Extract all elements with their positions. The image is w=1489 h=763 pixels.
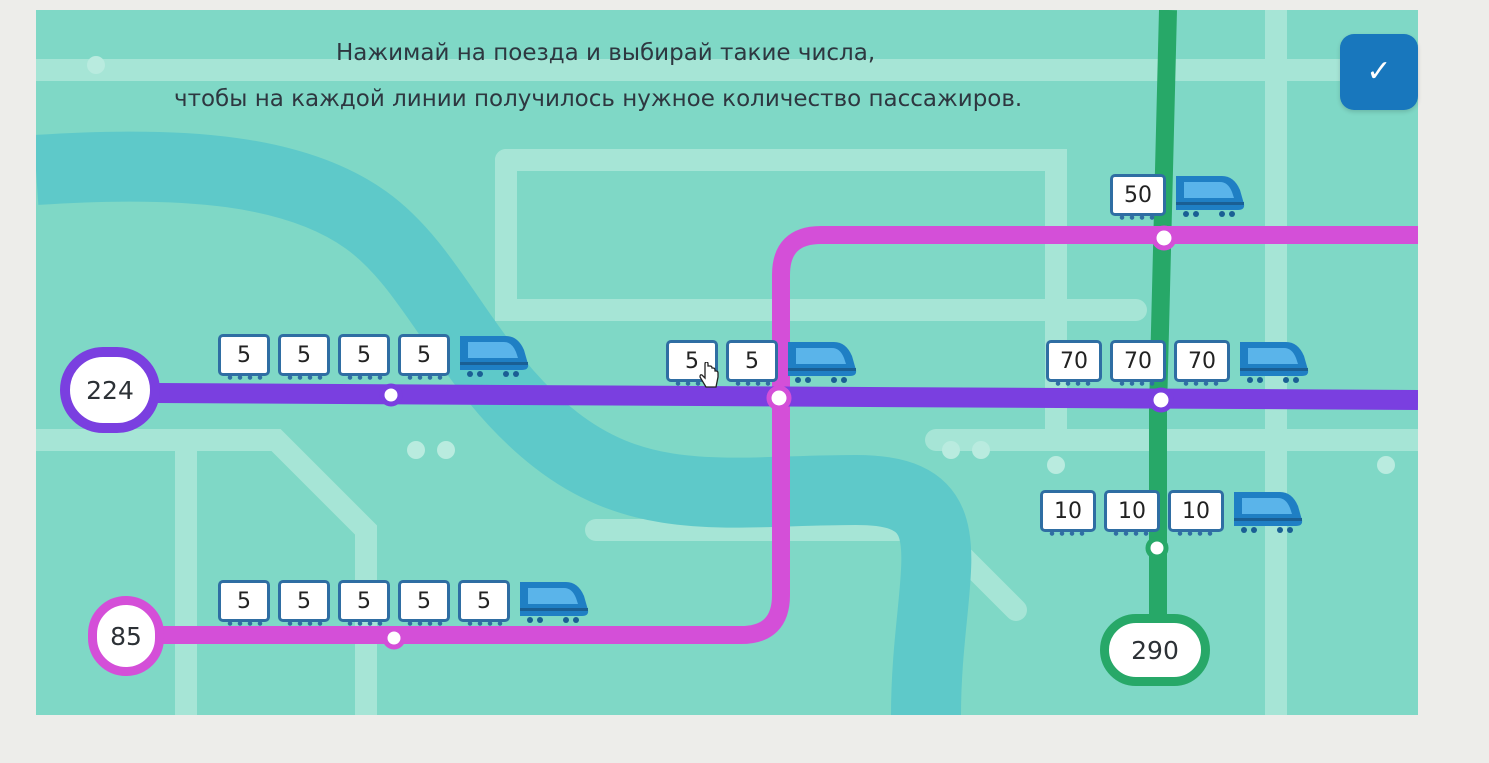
- check-icon: ✓: [1366, 54, 1392, 89]
- train-car[interactable]: 5: [278, 580, 330, 626]
- terminal-purple: 224: [60, 347, 160, 433]
- car-value: 5: [297, 342, 311, 368]
- river: [36, 131, 972, 715]
- train-car[interactable]: 70: [1110, 340, 1166, 386]
- terminal-green: 290: [1100, 614, 1210, 686]
- metro-map: [36, 10, 1418, 715]
- train-purple-2[interactable]: 5 5: [666, 334, 860, 386]
- train-purple-3[interactable]: 70 70 70: [1046, 334, 1312, 386]
- map-roads: [36, 10, 1418, 715]
- car-value: 5: [745, 348, 759, 374]
- terminal-purple-value: 224: [86, 375, 134, 405]
- check-button[interactable]: ✓: [1340, 34, 1418, 110]
- train-car[interactable]: 70: [1046, 340, 1102, 386]
- car-value: 70: [1060, 348, 1088, 374]
- train-car[interactable]: 5: [398, 580, 450, 626]
- car-value: 70: [1188, 348, 1216, 374]
- train-car[interactable]: 5: [338, 580, 390, 626]
- terminal-pink: 85: [88, 596, 164, 676]
- terminal-green-value: 290: [1131, 635, 1179, 665]
- locomotive-icon[interactable]: [1238, 334, 1312, 383]
- train-car[interactable]: 10: [1168, 490, 1224, 536]
- car-value: 70: [1124, 348, 1152, 374]
- train-green-1[interactable]: 50: [1110, 168, 1248, 220]
- car-value: 5: [297, 588, 311, 614]
- car-value: 5: [357, 342, 371, 368]
- locomotive-icon[interactable]: [1232, 484, 1306, 533]
- train-car[interactable]: 5: [278, 334, 330, 380]
- train-car[interactable]: 5: [726, 340, 778, 386]
- car-value: 5: [685, 348, 699, 374]
- train-car[interactable]: 5: [666, 340, 718, 386]
- car-value: 5: [417, 588, 431, 614]
- train-car[interactable]: 5: [218, 334, 270, 380]
- train-car[interactable]: 5: [458, 580, 510, 626]
- train-purple-1[interactable]: 5 5 5 5: [218, 328, 532, 380]
- car-value: 10: [1182, 498, 1210, 524]
- map-dots: [87, 56, 1395, 474]
- car-value: 10: [1054, 498, 1082, 524]
- train-car[interactable]: 70: [1174, 340, 1230, 386]
- locomotive-icon[interactable]: [786, 334, 860, 383]
- car-value: 5: [357, 588, 371, 614]
- train-car[interactable]: 50: [1110, 174, 1166, 220]
- pink-line: [161, 226, 1418, 644]
- train-pink-1[interactable]: 5 5 5 5 5: [218, 574, 592, 626]
- car-value: 5: [237, 342, 251, 368]
- car-value: 50: [1124, 182, 1152, 208]
- train-car[interactable]: 5: [338, 334, 390, 380]
- terminal-pink-value: 85: [110, 621, 142, 651]
- locomotive-icon[interactable]: [458, 328, 532, 377]
- train-car[interactable]: 10: [1040, 490, 1096, 536]
- stations: [379, 225, 1177, 650]
- train-car[interactable]: 5: [218, 580, 270, 626]
- car-value: 5: [417, 342, 431, 368]
- train-car[interactable]: 5: [398, 334, 450, 380]
- train-green-2[interactable]: 10 10 10: [1040, 484, 1306, 536]
- train-car[interactable]: 10: [1104, 490, 1160, 536]
- car-value: 5: [477, 588, 491, 614]
- car-value: 10: [1118, 498, 1146, 524]
- locomotive-icon[interactable]: [518, 574, 592, 623]
- locomotive-icon[interactable]: [1174, 168, 1248, 217]
- car-value: 5: [237, 588, 251, 614]
